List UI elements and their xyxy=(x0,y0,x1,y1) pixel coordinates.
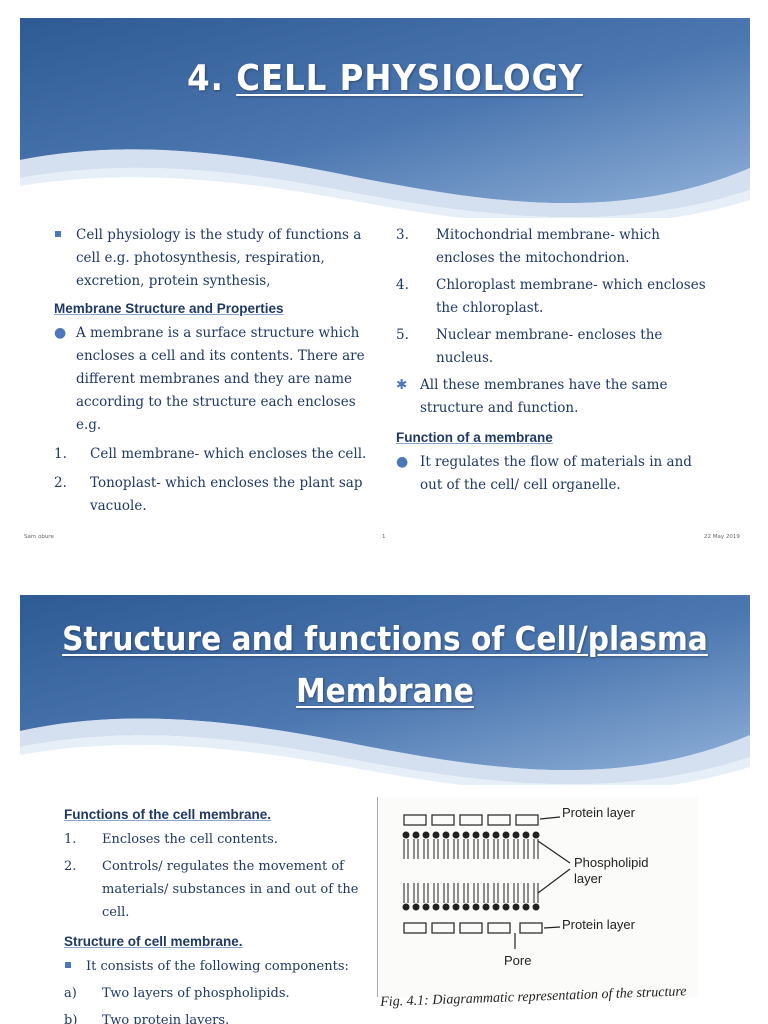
section-heading: Structure of cell membrane. xyxy=(64,934,243,949)
slide-banner xyxy=(20,18,750,218)
list-item: Cell physiology is the study of function… xyxy=(54,224,374,293)
square-bullet-icon xyxy=(65,962,71,968)
list-item: 2.Controls/ regulates the movement of ma… xyxy=(64,859,359,920)
list-item: b)Two protein layers. xyxy=(64,1013,230,1024)
label-phospholipid-layer: Phospholipid layer xyxy=(574,855,649,886)
label-protein-layer-bottom: Protein layer xyxy=(562,917,635,932)
bullet-dot-icon: ● xyxy=(54,325,67,341)
left-column: Cell physiology is the study of function… xyxy=(54,224,374,518)
right-column: 3.Mitochondrial membrane- which encloses… xyxy=(396,224,706,497)
label-pore: Pore xyxy=(504,953,532,968)
list-item: It consists of the following components: xyxy=(64,955,384,978)
footer-page-number: 1 xyxy=(382,534,386,540)
section-heading: Function of a membrane xyxy=(396,430,553,445)
list-item: 1.Cell membrane- which encloses the cell… xyxy=(54,446,367,462)
bullet-dot-icon: ● xyxy=(396,454,409,470)
section-heading: Functions of the cell membrane. xyxy=(64,807,272,822)
footer-author: Sam obure xyxy=(24,534,54,540)
membrane-diagram-graphic xyxy=(402,814,571,949)
section-heading: Membrane Structure and Properties xyxy=(54,301,284,316)
list-item: 3.Mitochondrial membrane- which encloses… xyxy=(396,227,660,266)
list-item: 1.Encloses the cell contents. xyxy=(64,832,278,847)
membrane-diagram: Protein layer Phospholipid layer Protein… xyxy=(377,797,698,997)
label-protein-layer-top: Protein layer xyxy=(562,805,635,820)
left-column: Functions of the cell membrane. 1.Enclos… xyxy=(64,803,384,1024)
list-item: ●A membrane is a surface structure which… xyxy=(54,322,374,437)
asterisk-bullet-icon: ✱ xyxy=(396,377,408,393)
slide-title: 4. CELL PHYSIOLOGY xyxy=(187,58,583,99)
slide-banner xyxy=(20,595,750,785)
list-item: a)Two layers of phospholipids. xyxy=(64,986,290,1001)
slide-1: 4. CELL PHYSIOLOGY Cell physiology is th… xyxy=(20,18,750,558)
list-item: 5.Nuclear membrane- encloses the nucleus… xyxy=(396,327,663,366)
list-item: 4.Chloroplast membrane- which encloses t… xyxy=(396,277,706,316)
list-item: ●It regulates the flow of materials in a… xyxy=(396,451,706,497)
list-item: 2.Tonoplast- which encloses the plant sa… xyxy=(54,475,363,514)
list-item: ✱All these membranes have the same struc… xyxy=(396,374,706,420)
square-bullet-icon xyxy=(55,231,61,237)
footer-date: 22 May 2019 xyxy=(704,534,740,540)
